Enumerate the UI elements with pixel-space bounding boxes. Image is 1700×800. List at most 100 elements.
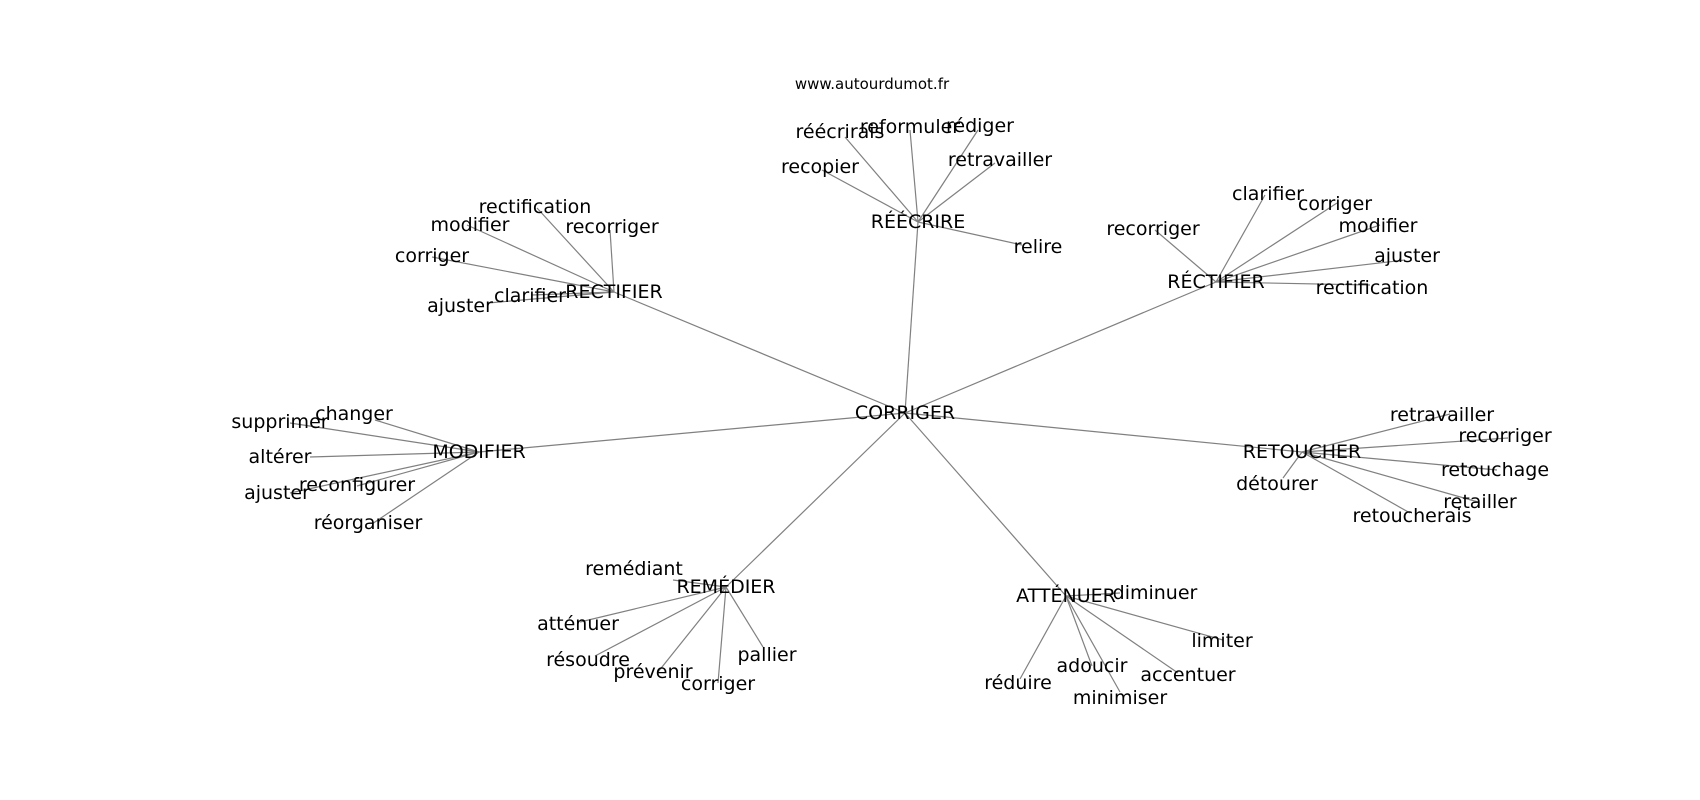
edge-hub-leaf [431,256,615,293]
leaf-node-label[interactable]: ajuster [427,295,493,317]
leaf-node-label[interactable]: minimiser [1073,687,1167,709]
hub-node-label[interactable]: ATTÉNUER [1016,584,1116,607]
edge-hub-leaf [1215,281,1371,286]
leaf-node-label[interactable]: clarifier [494,285,566,307]
leaf-node-label[interactable]: diminuer [1113,582,1198,604]
edge-root-hub [725,412,906,588]
leaf-node-label[interactable]: recopier [781,156,859,178]
leaf-node-label[interactable]: corriger [681,673,755,695]
edge-hub-leaf [1065,595,1179,674]
edge-hub-leaf [309,451,480,458]
leaf-node-label[interactable]: détourer [1236,473,1318,495]
leaf-node-label[interactable]: supprimer [231,411,328,433]
leaf-node-label[interactable]: rectification [1316,277,1429,299]
edge-hub-leaf [672,579,727,588]
edge-root-hub [904,221,919,414]
edge-hub-leaf [657,586,727,673]
edge-hub-leaf [466,224,615,293]
leaf-node-label[interactable]: rectification [479,196,592,218]
edge-hub-leaf [1215,202,1338,283]
edge-root-hub [613,291,906,414]
hub-node-label[interactable]: RETOUCHER [1243,441,1361,463]
edge-hub-leaf [1019,595,1067,680]
leaf-node-label[interactable]: réécrirais [796,121,885,143]
hub-node-label[interactable]: REMÉDIER [676,575,775,598]
leaf-node-label[interactable]: recorriger [565,216,658,238]
leaf-node-label[interactable]: réorganiser [314,512,423,534]
edge-hub-leaf [821,169,919,223]
edge-hub-leaf [594,586,727,657]
edge-hub-leaf [536,207,615,293]
leaf-node-label[interactable]: modifier [1339,215,1418,237]
hub-node-label[interactable]: RÉCTIFIER [1167,270,1264,293]
hub-node-label[interactable]: RÉÉCRIRE [871,210,966,233]
edge-root-hub [478,412,906,453]
edge-hub-leaf [609,229,615,293]
edge-hub-leaf [1215,194,1266,283]
edge-hub-leaf [917,129,979,223]
edge-hub-leaf [579,586,727,623]
edge-hub-leaf [909,129,919,223]
edge-hub-leaf [1154,229,1217,283]
leaf-node-label[interactable]: corriger [395,245,469,267]
edge-hub-leaf [1301,451,1479,503]
edge-hub-leaf [1301,437,1509,453]
leaf-node-label[interactable]: atténuer [537,613,619,635]
leaf-node-label[interactable]: retouchage [1441,459,1549,481]
leaf-node-label[interactable]: ajuster [1374,245,1440,267]
leaf-node-label[interactable]: retailler [1443,491,1517,513]
leaf-node-label[interactable]: reformuler [860,116,960,138]
leaf-node-label[interactable]: retravailler [1390,404,1494,426]
edge-hub-leaf [1065,595,1224,641]
leaf-node-label[interactable]: corriger [1298,193,1372,215]
leaf-node-label[interactable]: recorriger [1106,218,1199,240]
edge-hub-leaf [1215,259,1406,283]
edge-hub-leaf [844,136,919,223]
leaf-node-label[interactable]: remédiant [585,558,683,580]
edge-hub-leaf [717,586,727,684]
edge-hub-leaf [1065,595,1093,667]
leaf-node-label[interactable]: prévenir [613,661,692,683]
edge-hub-leaf [374,419,480,453]
leaf-node-label[interactable]: rédiger [946,115,1014,137]
leaf-node-label[interactable]: altérer [249,446,312,468]
edge-hub-leaf [1301,451,1498,471]
leaf-node-label[interactable]: recorriger [1458,425,1551,447]
edge-hub-leaf [487,291,615,304]
edge-hub-leaf [531,291,615,296]
graph-edges [289,129,1509,693]
leaf-node-label[interactable]: pallier [737,644,796,666]
edge-hub-leaf [1301,451,1411,514]
edge-root-hub [904,412,1067,597]
hub-node-label[interactable]: RECTIFIER [565,281,662,303]
leaf-node-label[interactable]: retoucherais [1352,505,1471,527]
edge-root-hub [904,281,1217,414]
hub-node-label[interactable]: MODIFIER [432,441,525,463]
leaf-node-label[interactable]: modifier [431,214,510,236]
edge-hub-leaf [1215,224,1381,283]
leaf-node-label[interactable]: accentuer [1140,664,1235,686]
leaf-node-label[interactable]: clarifier [1232,183,1304,205]
leaf-node-label[interactable]: réduire [984,672,1052,694]
leaf-node-label[interactable]: relire [1014,236,1063,258]
edge-hub-leaf [1065,595,1121,693]
edge-hub-leaf [725,586,764,648]
leaf-node-label[interactable]: changer [315,403,393,425]
leaf-node-label[interactable]: limiter [1191,630,1252,652]
leaf-node-label[interactable]: ajuster [244,482,310,504]
edge-hub-leaf [1065,592,1121,597]
edge-hub-leaf [917,162,996,223]
leaf-node-label[interactable]: reconfigurer [299,474,415,496]
edge-hub-leaf [1282,451,1303,479]
edge-hub-leaf [356,451,480,487]
leaf-node-label[interactable]: retravailler [948,149,1052,171]
root-node-label[interactable]: CORRIGER [855,402,955,424]
leaf-node-label[interactable]: résoudre [546,649,630,671]
edge-hub-leaf [289,451,480,494]
edge-hub-leaf [289,422,480,453]
edge-hub-leaf [917,221,1023,246]
leaf-node-label[interactable]: adoucir [1057,655,1128,677]
edge-hub-leaf [1301,413,1451,453]
